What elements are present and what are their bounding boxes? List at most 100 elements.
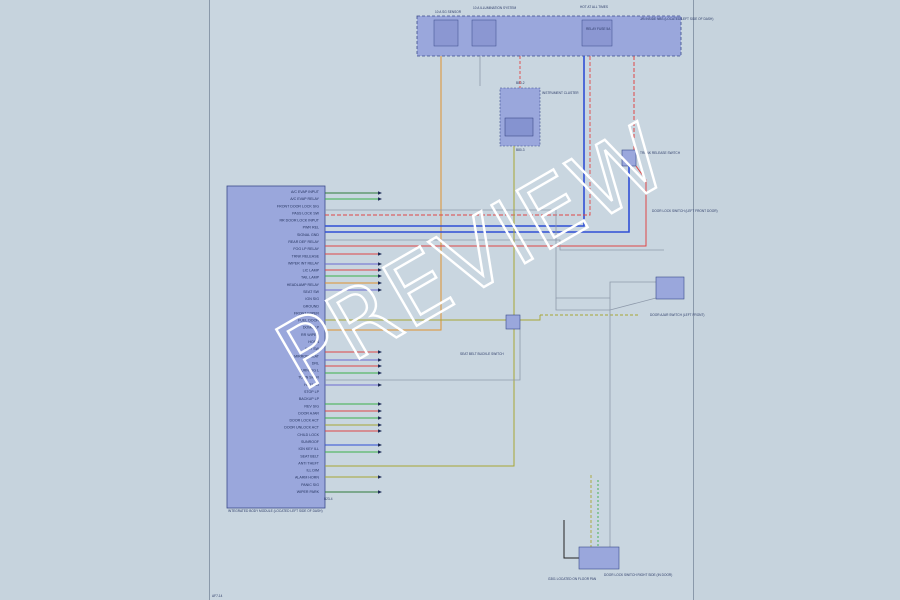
wire-seatbelt bbox=[325, 329, 521, 381]
junction-block-label: J/B INSIDE NBS (LOCATED LEFT SIDE OF DAS… bbox=[640, 17, 713, 21]
seat-belt-switch bbox=[505, 314, 521, 330]
instrument-cluster-label: INSTRUMENT CLUSTER bbox=[542, 91, 579, 95]
module-pin-label: ALARM HORN bbox=[295, 476, 319, 480]
wire-red-main bbox=[325, 56, 591, 216]
module-pin-label: DOOR UNLOCK ACT bbox=[284, 426, 320, 430]
connector-arrow bbox=[378, 409, 382, 413]
module-pin-label: REV SIG bbox=[304, 404, 319, 408]
ground-label: G301 LOCATED ON FLOOR PAN bbox=[548, 577, 597, 581]
wire-blue-main bbox=[325, 56, 585, 227]
module-pin-label: PASS LOCK SW bbox=[292, 211, 320, 215]
module-pin-label: BACKUP LP bbox=[299, 397, 320, 401]
module-pin-label: WIPER PARK bbox=[297, 490, 320, 494]
fuse-label-1: 10 A SG SENSOR bbox=[435, 10, 462, 14]
module-pin-label: GROUND bbox=[303, 304, 319, 308]
body-module-connector: B23-4 bbox=[324, 497, 333, 501]
wire-olive-cluster bbox=[325, 146, 515, 467]
connector-arrow bbox=[378, 274, 382, 278]
fuse-label-2: 10 A ILLUMINATION SYSTEM bbox=[473, 6, 517, 10]
trunk-release-switch bbox=[621, 149, 637, 167]
module-pin-label: PANIC SIG bbox=[301, 483, 319, 487]
module-pin-label: REAR DEF RELAY bbox=[288, 240, 319, 244]
connector-arrow bbox=[378, 371, 382, 375]
wire-ground bbox=[563, 520, 579, 559]
module-pin-label: STOP LP bbox=[304, 390, 320, 394]
module-pin-label: HAZARD bbox=[304, 383, 319, 387]
module-pin-label: DRL bbox=[312, 361, 319, 365]
module-pin-label: LIC LAMP bbox=[303, 269, 320, 273]
connector-arrow bbox=[378, 364, 382, 368]
module-pin-label: TURN SIG L bbox=[299, 369, 319, 373]
module-pin-label: ANTI THEFT bbox=[298, 461, 320, 465]
wire-olive-seatbelt bbox=[325, 315, 541, 321]
connector-arrow bbox=[378, 268, 382, 272]
door-lock-switch-label: DOOR LOCK SWITCH (LEFT FRONT DOOR) bbox=[652, 209, 718, 213]
wire-blue-trunk bbox=[325, 166, 630, 233]
connector-arrow bbox=[378, 288, 382, 292]
module-pin-label: HEADLAMP RELAY bbox=[287, 283, 320, 287]
connector-arrow bbox=[378, 191, 382, 195]
junction-block bbox=[416, 15, 682, 57]
wire-harness bbox=[325, 56, 664, 559]
door-lock-switch-right bbox=[578, 546, 620, 570]
module-pin-label: ILL DIM bbox=[307, 469, 319, 473]
module-pin-label: FOG LP RELAY bbox=[293, 247, 319, 251]
module-pin-label: FRONT WIPER bbox=[294, 311, 319, 315]
instrument-cluster-block bbox=[499, 87, 541, 147]
module-pin-label: TAIL LAMP bbox=[301, 276, 320, 280]
module-pin-label: DOME LP bbox=[303, 326, 320, 330]
module-pin-label: CHILD LOCK bbox=[297, 433, 319, 437]
seat-belt-switch-label: SEAT BELT BUCKLE SWITCH bbox=[460, 352, 504, 356]
module-pin-label: TURN SIG R bbox=[298, 376, 319, 380]
connector-arrow bbox=[378, 443, 382, 447]
fuse-label-4: RELAY FUSE 5A bbox=[586, 27, 611, 31]
module-pin-label: FUEL DOOR bbox=[298, 319, 319, 323]
connector-arrow bbox=[378, 350, 382, 354]
connector-arrow bbox=[378, 450, 382, 454]
door-lock-switch-right-label: DOOR LOCK SWITCH RIGHT SIDE (IN DOOR) bbox=[604, 573, 672, 577]
module-pin-label: KEY SW bbox=[305, 347, 320, 351]
module-pin-label: SIGNAL GND bbox=[297, 233, 319, 237]
wire-grey-loop bbox=[325, 209, 656, 299]
connector-arrow bbox=[378, 252, 382, 256]
connector-arrow bbox=[378, 429, 382, 433]
fuse-label-3: HOT AT ALL TIMES bbox=[580, 5, 608, 9]
module-pin-label: MIRROR HEAT bbox=[294, 354, 320, 358]
module-pin-label: IGN KEY ILL bbox=[298, 447, 319, 451]
connector-arrow bbox=[378, 281, 382, 285]
module-pin-label: RR WIPER bbox=[301, 333, 319, 337]
door-ajar-switch-label: DOOR AJAR SWITCH (LEFT FRONT) bbox=[650, 313, 704, 317]
door-ajar-switch bbox=[655, 276, 685, 300]
connector-arrow bbox=[378, 416, 382, 420]
connector-arrow bbox=[378, 383, 382, 387]
module-pin-label: IGN SIG bbox=[305, 297, 319, 301]
connector-arrow bbox=[378, 402, 382, 406]
module-pin-label: HORN bbox=[308, 340, 319, 344]
body-module-block bbox=[226, 185, 326, 509]
module-pin-label: WIPER INT RELAY bbox=[288, 261, 320, 265]
module-pin-label: PWR REL bbox=[303, 226, 319, 230]
module-pin-label: A/C EVAP RELAY bbox=[290, 197, 319, 201]
module-pin-label: RR DOOR LOCK INPUT bbox=[279, 219, 319, 223]
trunk-release-switch-label: TRUNK RELEASE SWITCH bbox=[640, 151, 681, 155]
module-pin-label: DOOR LOCK ACT bbox=[289, 419, 319, 423]
module-pin-label: SEAT BELT bbox=[300, 454, 320, 458]
module-pin-label: FRONT DOOR LOCK SIG bbox=[277, 204, 319, 208]
instrument-cluster-inner bbox=[504, 117, 534, 137]
module-pin-label: SEAT SW bbox=[303, 290, 319, 294]
connector-arrow bbox=[378, 262, 382, 266]
connector-arrow bbox=[378, 197, 382, 201]
connector-arrow bbox=[378, 358, 382, 362]
connector-arrow bbox=[378, 475, 382, 479]
module-pin-label: TRNK RELEASE bbox=[292, 254, 320, 258]
wire-red-return bbox=[325, 165, 647, 247]
body-module-label: INTEGRATED BODY MODULE (LOCATED LEFT SID… bbox=[228, 509, 323, 513]
module-pin-label: SUNROOF bbox=[301, 440, 320, 444]
wire-grey-right bbox=[325, 239, 664, 251]
connector-arrow bbox=[378, 423, 382, 427]
page-ref: AF7-14 bbox=[212, 594, 223, 598]
module-pin-label: DOOR AJAR bbox=[298, 411, 319, 415]
